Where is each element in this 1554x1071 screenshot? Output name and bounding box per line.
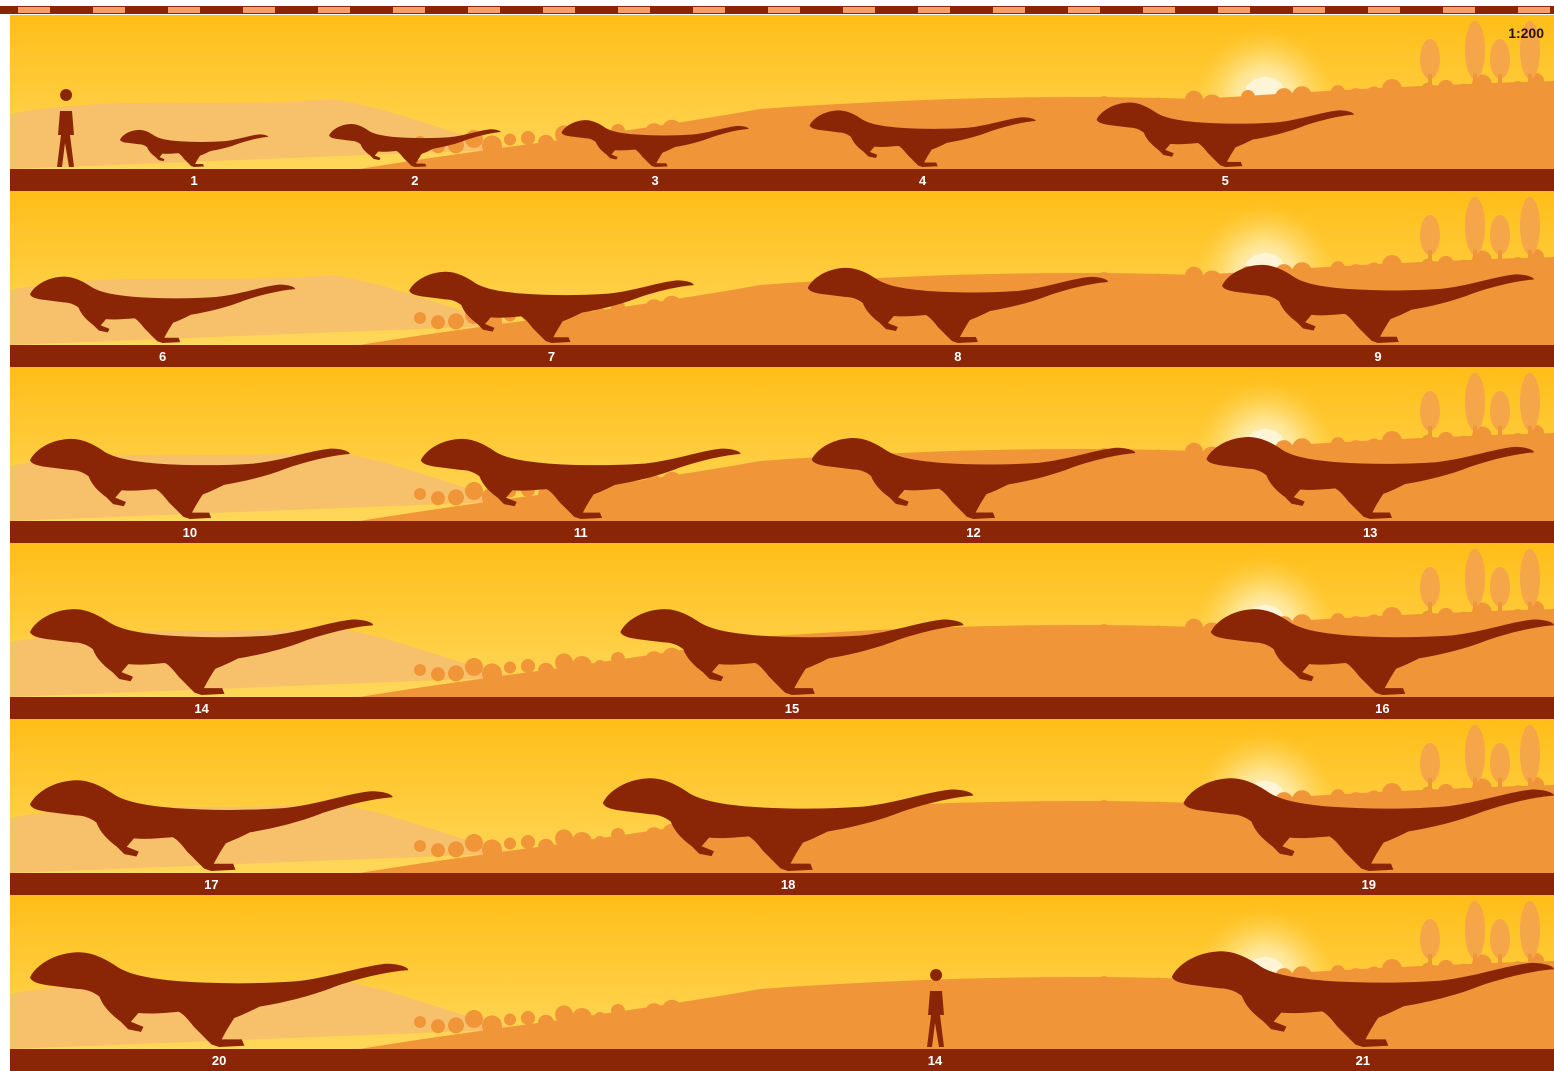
specimen-label: 19 (1362, 877, 1376, 892)
specimen-label: 20 (212, 1053, 226, 1068)
specimen-label: 10 (183, 525, 197, 540)
specimen-label: 18 (781, 877, 795, 892)
specimen-label: 1 (190, 173, 197, 188)
specimen-label: 8 (954, 349, 961, 364)
panel-row-2: 6 7 8 9 (10, 191, 1554, 367)
specimen-label: 12 (966, 525, 980, 540)
specimen-label: 21 (1356, 1053, 1370, 1068)
specimen-label: 16 (1375, 701, 1389, 716)
specimen-label: 7 (548, 349, 555, 364)
specimen-label: 11 (574, 525, 588, 540)
specimen-label: 3 (651, 173, 658, 188)
specimen-label: 13 (1363, 525, 1377, 540)
human-figure-label: 14 (928, 1053, 943, 1068)
scale-label: 1:200 (1508, 25, 1544, 41)
specimen-label: 4 (919, 173, 927, 188)
specimen-label: 15 (785, 701, 799, 716)
specimen-label: 6 (159, 349, 166, 364)
specimen-label: 14 (194, 701, 209, 716)
panel-row-1: 1 2 3 4 5 (10, 15, 1554, 191)
specimen-label: 2 (411, 173, 418, 188)
specimen-label: 9 (1374, 349, 1381, 364)
panel-row-3: 10 11 12 13 (10, 367, 1554, 543)
top-dashed-border (0, 6, 1554, 14)
panel-row-6: 20 21 14 (10, 895, 1554, 1071)
panel-row-4: 14 15 16 (10, 543, 1554, 719)
specimen-label: 17 (204, 877, 218, 892)
specimen-label: 5 (1222, 173, 1229, 188)
panel-row-5: 17 18 19 (10, 719, 1554, 895)
